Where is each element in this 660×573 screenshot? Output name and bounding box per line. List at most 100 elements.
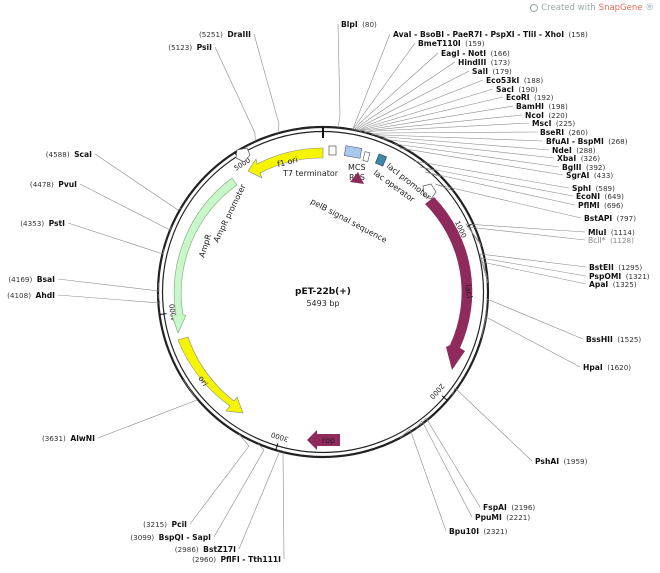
site-label-PspOMI[interactable]: PspOMI (1321): [589, 266, 650, 283]
site-label-AvaI-BsoBI-PaeR7I-PspXI-TliI-XhoI[interactable]: AvaI - BsoBI - PaeR7I - PspXI - TliI - X…: [393, 24, 588, 41]
site-position: (179): [492, 67, 512, 76]
site-label-SgrAI[interactable]: SgrAI (433): [566, 165, 613, 182]
site-label-Eco53kI[interactable]: Eco53kI (188): [486, 70, 543, 87]
site-label-BlpI[interactable]: BlpI (80): [341, 14, 377, 31]
feature-lacI[interactable]: [425, 197, 473, 370]
site-label-PpuMI[interactable]: PpuMI (2221): [475, 507, 530, 524]
feature-T7-terminator[interactable]: [328, 145, 337, 156]
site-name: PpuMI: [475, 513, 502, 522]
site-leader-BclI-: [467, 226, 586, 247]
site-position: (2960): [192, 555, 216, 564]
site-label-MscI[interactable]: MscI (225): [532, 113, 575, 130]
site-label-HpaI[interactable]: HpaI (1620): [583, 357, 631, 374]
site-label-PciI[interactable]: (3215) PciI: [143, 514, 187, 531]
feature-AmpR-promoter[interactable]: [235, 147, 251, 163]
site-label-PflFI-Tth111I[interactable]: (2960) PflFI - Tth111I: [192, 549, 281, 566]
site-position: (260): [569, 128, 589, 137]
site-leader-MscI: [364, 122, 530, 133]
site-label-SacI[interactable]: SacI (190): [496, 79, 538, 96]
feature-pelB[interactable]: [350, 172, 364, 184]
site-label-BstZ17I[interactable]: (2986) BstZ17I: [175, 539, 236, 556]
site-label-ApaI[interactable]: ApaI (1325): [589, 274, 637, 291]
site-label-DraIII[interactable]: (5251) DraIII: [199, 24, 251, 41]
plasmid-size: 5493 bp: [306, 299, 339, 308]
site-name: MscI: [532, 119, 552, 128]
site-label-BfuAI-BspMI[interactable]: BfuAI - BspMI (268): [546, 131, 628, 148]
site-position: (220): [548, 111, 568, 120]
site-label-ScaI[interactable]: (4588) ScaI: [46, 144, 92, 161]
site-position: (225): [556, 119, 576, 128]
site-label-SphI[interactable]: SphI (589): [572, 178, 615, 195]
site-label-BssHII[interactable]: BssHII (1525): [586, 329, 641, 346]
feature-lacI-promoter[interactable]: [422, 183, 437, 200]
watermark: Created with SnapGene®: [530, 3, 654, 13]
site-label-BstEII[interactable]: BstEII (1295): [589, 257, 642, 274]
site-label-AhdI[interactable]: (4108) AhdI: [7, 285, 55, 302]
site-name: BamHI: [516, 102, 544, 111]
site-position: (3631): [42, 434, 66, 443]
site-name: FspAI: [483, 503, 507, 512]
site-position: (1620): [607, 363, 631, 372]
feature-AmpR-label: AmpR: [197, 233, 213, 259]
tick-label-4000: 4000: [168, 303, 178, 322]
site-leader-PspOMI: [480, 257, 587, 283]
site-label-PvuI[interactable]: (4478) PvuI: [30, 174, 77, 191]
site-label-BspQI-SapI[interactable]: (3099) BspQI - SapI: [130, 527, 211, 544]
feature-f1-ori[interactable]: [247, 147, 324, 179]
site-name: XbaI: [557, 154, 576, 163]
feature-MCS[interactable]: [343, 145, 363, 159]
site-label-BmeT110I[interactable]: BmeT110I (159): [418, 33, 485, 50]
tick-label-3000: 3000: [270, 430, 289, 443]
site-leader-PflMI: [424, 171, 576, 206]
site-name: BstAPI: [584, 214, 612, 223]
site-label-EcoNI[interactable]: EcoNI (649): [576, 186, 624, 203]
site-position: (3215): [143, 520, 167, 529]
site-leader-BglII: [394, 143, 560, 168]
site-label-PflMI[interactable]: PflMI (696): [578, 195, 624, 212]
site-label-Bpu10I[interactable]: Bpu10I (2321): [449, 521, 508, 538]
site-label-EagI-NotI[interactable]: EagI - NotI (166): [441, 43, 510, 60]
site-label-PshAI[interactable]: PshAI (1959): [535, 451, 588, 468]
site-leader-BspQI-SapI: [213, 443, 265, 538]
site-label-MluI[interactable]: MluI (1114): [588, 222, 635, 239]
site-label-SalI[interactable]: SalI (179): [472, 61, 512, 78]
site-leader-PshAI: [452, 387, 533, 462]
site-label-NcoI[interactable]: NcoI (220): [525, 105, 568, 122]
feature-RBS[interactable]: [362, 151, 371, 162]
site-name: PshAI: [535, 457, 559, 466]
site-label-BseRI[interactable]: BseRI (260): [540, 122, 588, 139]
site-label-NdeI[interactable]: NdeI (288): [552, 140, 596, 157]
feature-ori[interactable]: [177, 336, 244, 414]
site-label-XbaI[interactable]: XbaI (326): [557, 148, 600, 165]
site-name: PsiI: [197, 43, 213, 52]
site-label-AlwNI[interactable]: (3631) AlwNI: [42, 428, 95, 445]
site-name: NcoI: [525, 111, 544, 120]
site-label-EcoRI[interactable]: EcoRI (192): [506, 87, 554, 104]
feature-lac-operator[interactable]: [375, 153, 387, 167]
site-label-PsiI[interactable]: (5123) PsiI: [168, 37, 212, 54]
site-leader-NdeI: [376, 135, 550, 151]
site-name: NdeI: [552, 146, 572, 155]
tick-3000: [275, 443, 279, 451]
site-label-BclI-[interactable]: BclI* (1128): [588, 230, 634, 247]
site-label-BstAPI[interactable]: BstAPI (797): [584, 208, 636, 225]
feature-AmpR[interactable]: [171, 177, 238, 334]
site-label-PstI[interactable]: (4353) PstI: [20, 213, 65, 230]
site-position: (5251): [199, 30, 223, 39]
feature-rop[interactable]: [307, 430, 340, 450]
site-label-FspAI[interactable]: FspAI (2196): [483, 497, 535, 514]
site-position: (649): [605, 192, 625, 201]
site-label-HindIII[interactable]: HindIII (173): [458, 52, 510, 69]
site-position: (1114): [611, 228, 635, 237]
site-leader-BstEII: [479, 253, 587, 278]
site-position: (1128): [610, 236, 634, 245]
site-leader-Bpu10I: [399, 428, 447, 532]
site-leader-BamHI: [359, 105, 514, 132]
site-position: (433): [594, 171, 614, 180]
watermark-suffix: ®: [645, 3, 655, 13]
site-position: (1325): [613, 280, 637, 289]
site-name: HindIII: [458, 58, 486, 67]
site-label-BsaI[interactable]: (4169) BsaI: [8, 269, 55, 286]
site-label-BglII[interactable]: BglII (392): [562, 157, 605, 174]
site-label-BamHI[interactable]: BamHI (198): [516, 96, 568, 113]
